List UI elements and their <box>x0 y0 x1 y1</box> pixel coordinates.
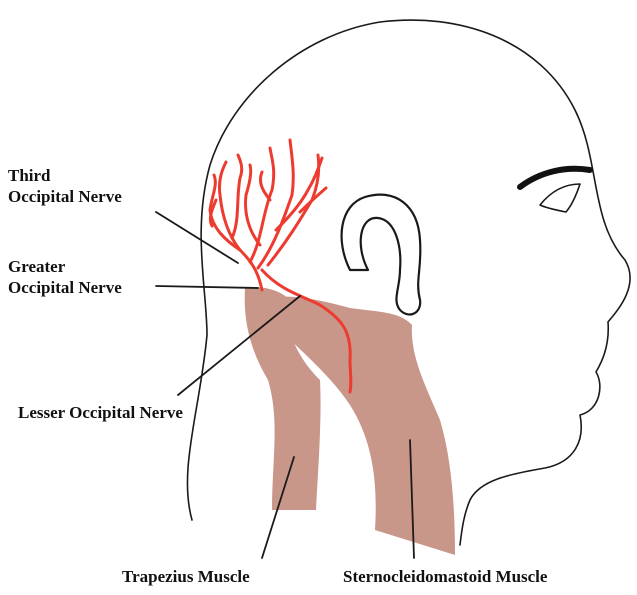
label-greater-occipital-nerve: Greater Occipital Nerve <box>8 256 122 298</box>
label-lesser-text: Lesser Occipital Nerve <box>18 402 183 423</box>
label-trapezius-text: Trapezius Muscle <box>122 566 250 587</box>
nerve-branch-10 <box>260 172 270 200</box>
label-greater-line2: Occipital Nerve <box>8 277 122 298</box>
eye <box>540 184 580 212</box>
label-sternocleidomastoid-text: Sternocleidomastoid Muscle <box>343 566 547 587</box>
nerve-branch-1 <box>210 175 240 250</box>
label-lesser-occipital-nerve: Lesser Occipital Nerve <box>18 402 183 423</box>
label-third-occipital-nerve: Third Occipital Nerve <box>8 165 122 207</box>
nerve-branch-4 <box>258 140 293 268</box>
leader-greater-occipital <box>156 286 258 288</box>
label-greater-line1: Greater <box>8 256 122 277</box>
label-trapezius-muscle: Trapezius Muscle <box>122 566 250 587</box>
label-third-line1: Third <box>8 165 122 186</box>
label-sternocleidomastoid-muscle: Sternocleidomastoid Muscle <box>343 566 547 587</box>
nerve-branch-2 <box>232 155 242 238</box>
nerve-branch-3 <box>250 148 274 262</box>
ear <box>342 195 421 315</box>
label-third-line2: Occipital Nerve <box>8 186 122 207</box>
nerve-branch-6 <box>246 165 260 245</box>
nerve-branch-8 <box>300 188 326 212</box>
